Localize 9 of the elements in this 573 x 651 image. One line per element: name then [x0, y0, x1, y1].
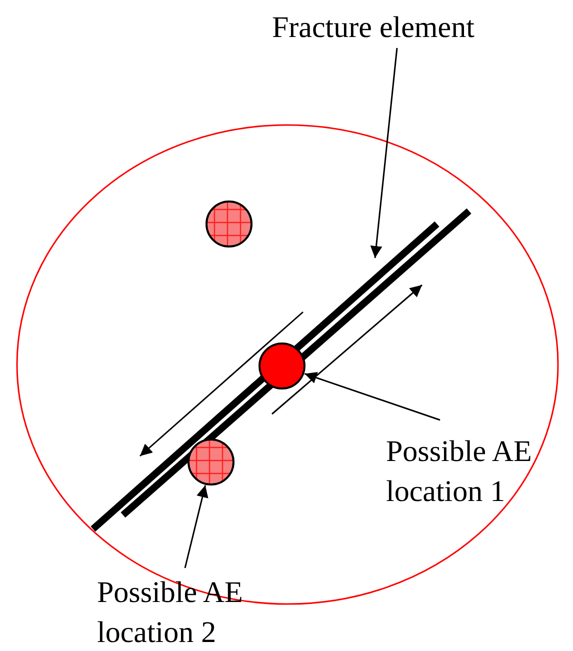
leader-arrow	[304, 372, 440, 421]
label-text: Fracture element	[272, 8, 532, 48]
label-text: Possible AE location 1	[386, 432, 556, 512]
boundary-ellipse	[16, 124, 559, 605]
hatched-circle	[205, 200, 253, 248]
leader-arrow	[370, 48, 398, 258]
leader-arrow	[184, 485, 208, 568]
event-circle	[258, 342, 306, 390]
hatched-circle	[187, 438, 235, 486]
